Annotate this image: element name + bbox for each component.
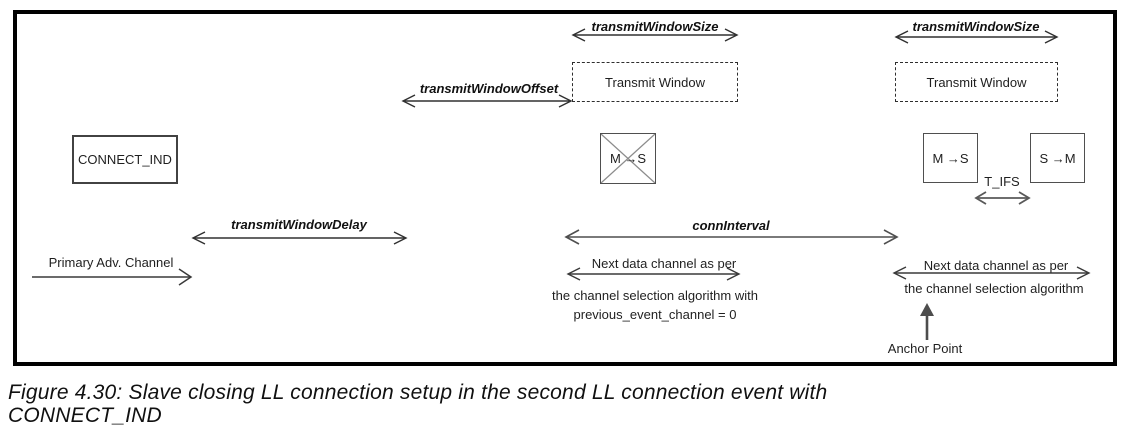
sm-label: S →M — [1039, 150, 1076, 166]
transmit-window-box-2: Transmit Window — [895, 62, 1058, 102]
transmit-window-offset-label: transmitWindowOffset — [419, 81, 559, 96]
next-data-right-line2: the channel selection algorithm — [904, 281, 1084, 296]
ms-label: M →S — [932, 150, 969, 166]
conn-interval-label: connInterval — [692, 218, 770, 233]
transmit-window-label-1: Transmit Window — [605, 74, 705, 90]
figure-caption-line2: CONNECT_IND — [8, 404, 162, 427]
transmit-window-box-1: Transmit Window — [572, 62, 738, 102]
ms-crossed-label: M →S — [609, 151, 647, 166]
next-data-left-line3: previous_event_channel = 0 — [573, 307, 737, 322]
figure-caption: Figure 4.30: Slave closing LL connection… — [8, 381, 1068, 427]
crossed-out-x-icon — [601, 134, 655, 183]
t-ifs-label: T_IFS — [984, 174, 1020, 189]
figure-caption-line1: Figure 4.30: Slave closing LL connection… — [8, 381, 828, 404]
transmit-window-size-label-2: transmitWindowSize — [912, 19, 1040, 34]
next-data-left-line1: Next data channel as per — [591, 256, 737, 271]
transmit-window-delay-label: transmitWindowDelay — [231, 217, 367, 232]
primary-adv-channel-label: Primary Adv. Channel — [48, 255, 174, 270]
sm-box: S →M — [1030, 133, 1085, 183]
connect-ind-label: CONNECT_IND — [78, 152, 172, 167]
transmit-window-label-2: Transmit Window — [926, 74, 1027, 90]
ms-crossed-box: M →S — [600, 133, 656, 184]
transmit-window-size-label-1: transmitWindowSize — [591, 19, 719, 34]
next-data-right-line1: Next data channel as per — [923, 258, 1069, 273]
ms-box: M →S — [923, 133, 978, 183]
connect-ind-box: CONNECT_IND — [72, 135, 178, 184]
anchor-point-label: Anchor Point — [887, 341, 963, 356]
next-data-left-line2: the channel selection algorithm with — [552, 288, 758, 303]
